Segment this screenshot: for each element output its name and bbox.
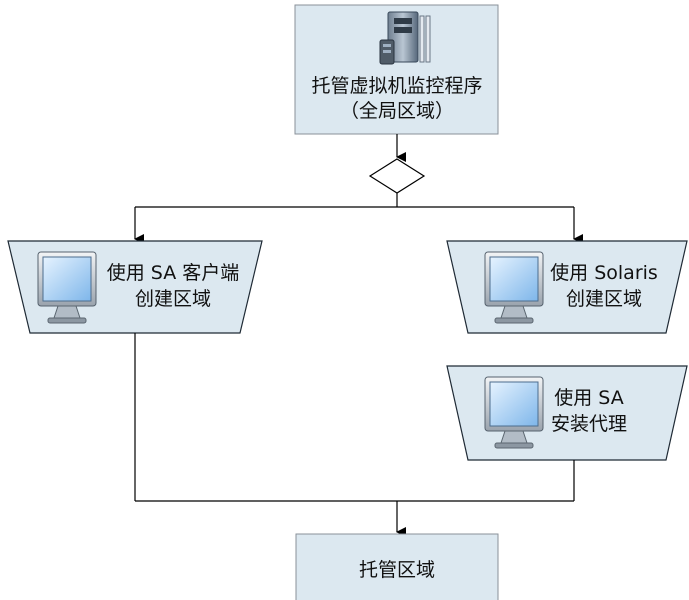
monitor-icon: [37, 251, 97, 324]
solaris-label-line2: 创建区域: [566, 288, 642, 310]
monitor-icon: [484, 251, 544, 324]
decision-diamond: [368, 158, 426, 194]
sa-agent-label-line1: 使用 SA: [554, 387, 623, 409]
hypervisor-label-line1: 托管虚拟机监控程序: [311, 75, 482, 97]
managed-zone-box: [295, 533, 499, 600]
sa-client-label-line1: 使用 SA 客户端: [107, 262, 240, 284]
hypervisor-label-line2: （全局区域）: [340, 100, 454, 122]
solaris-box: [446, 240, 688, 334]
solaris-label-line1: 使用 Solaris: [550, 262, 658, 284]
sa-agent-label-line2: 安装代理: [551, 413, 627, 435]
sa-client-label-line2: 创建区域: [135, 288, 211, 310]
monitor-icon: [484, 376, 544, 449]
server-icon: [379, 11, 431, 65]
managed-zone-label: 托管区域: [359, 559, 435, 581]
